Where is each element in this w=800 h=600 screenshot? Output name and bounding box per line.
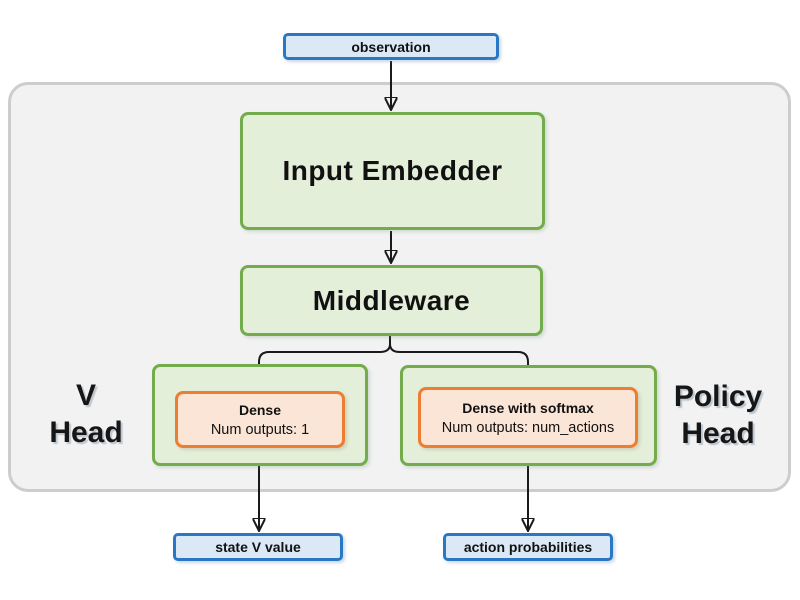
v-dense-num-outputs: Num outputs: 1 — [210, 421, 310, 438]
v-head-label-line1: V — [75, 379, 96, 412]
input-embedder-node: Input Embedder — [240, 112, 545, 230]
state-v-value-node: state V value — [173, 533, 343, 561]
policy-dense-num-outputs: Num outputs: num_actions — [441, 419, 615, 436]
action-probabilities-node: action probabilities — [443, 533, 613, 561]
v-head-label-line2: Head — [49, 416, 123, 449]
v-head-label: V Head — [26, 377, 146, 451]
policy-head-label: Policy Head — [656, 378, 780, 452]
v-head-dense-node: Dense Num outputs: 1 — [175, 391, 345, 448]
policy-head-dense-node: Dense with softmax Num outputs: num_acti… — [418, 387, 638, 448]
policy-head-label-line2: Head — [681, 417, 755, 450]
middleware-node: Middleware — [240, 265, 543, 336]
policy-head-label-line1: Policy — [673, 380, 763, 413]
v-dense-title: Dense — [238, 401, 282, 418]
observation-node: observation — [283, 33, 499, 60]
policy-dense-title: Dense with softmax — [462, 399, 594, 416]
